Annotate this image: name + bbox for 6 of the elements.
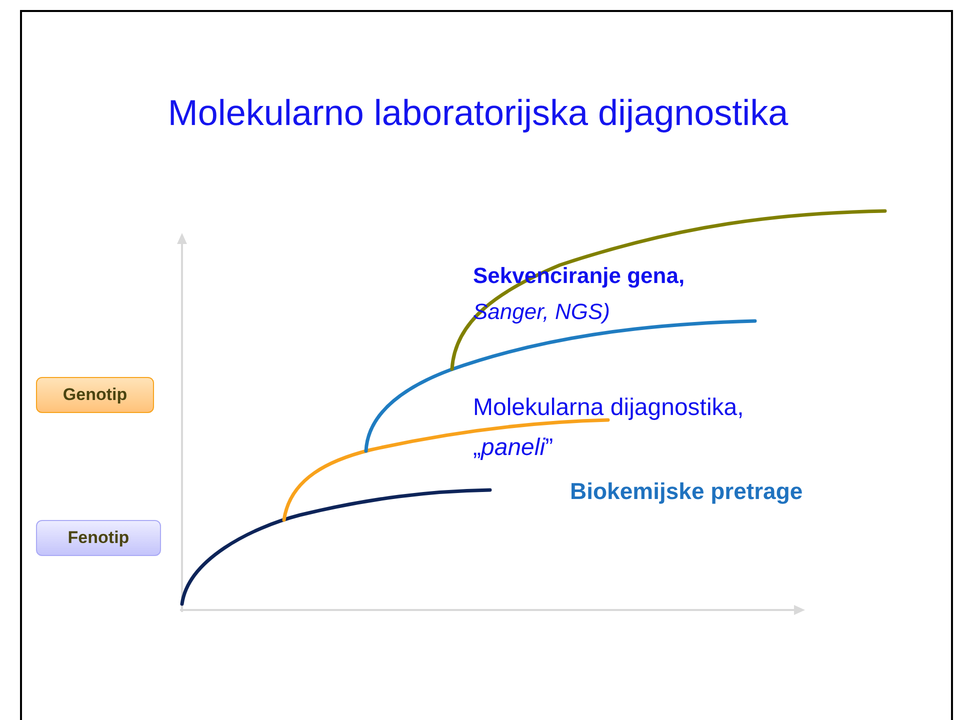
- slide-title: Molekularno laboratorijska dijagnostika: [166, 92, 790, 134]
- curve-label: Molekularna dijagnostika,: [473, 394, 744, 422]
- curve-label: Biokemijske pretrage: [570, 478, 803, 505]
- curve-label: „paneli”: [473, 434, 554, 462]
- phenotype-box: Fenotip: [36, 520, 161, 556]
- genotype-box: Genotip: [36, 377, 154, 413]
